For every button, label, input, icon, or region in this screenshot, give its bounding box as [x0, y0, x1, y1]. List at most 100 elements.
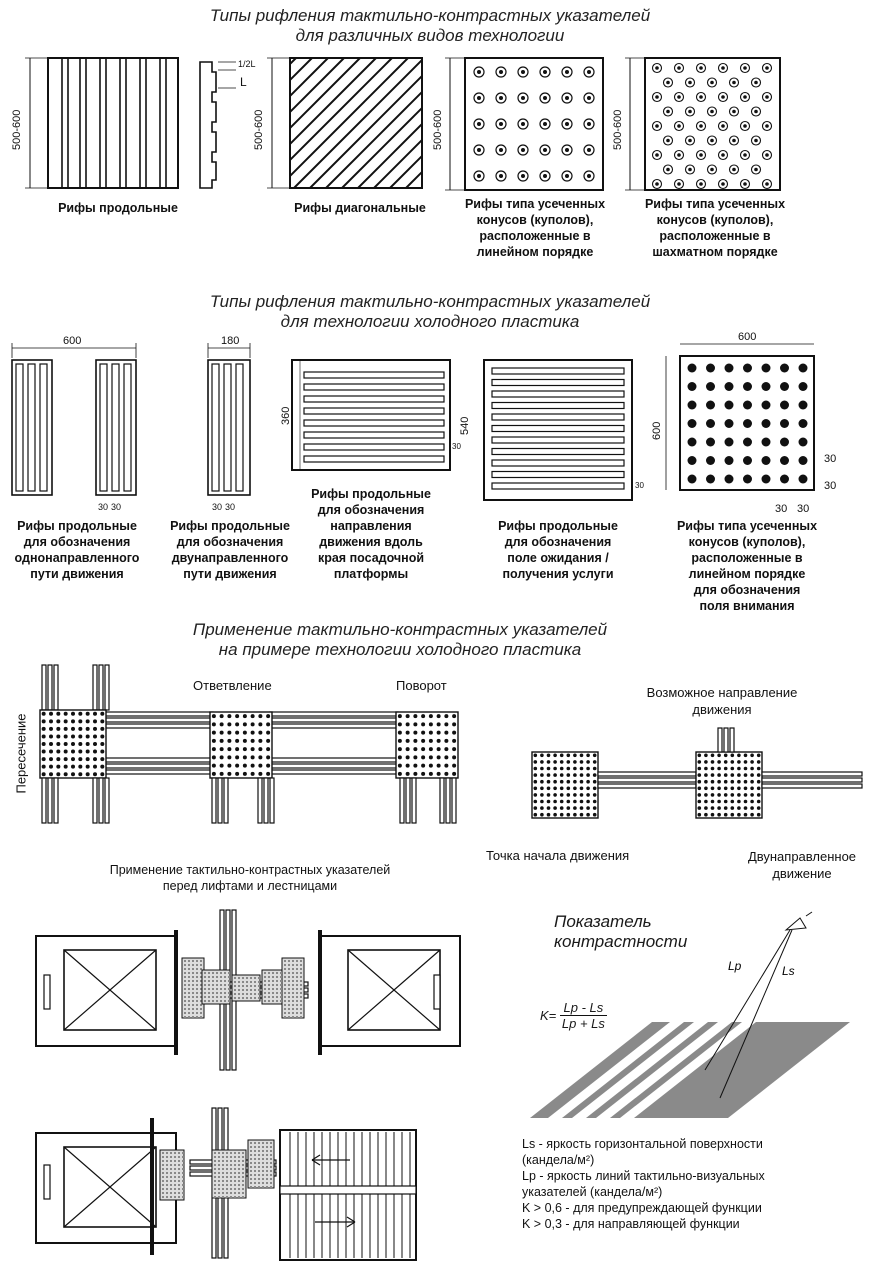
texture	[184, 964, 186, 966]
texture	[258, 997, 260, 999]
dot	[743, 753, 748, 758]
lift-stairs-plan-bottom	[35, 1107, 417, 1261]
texture	[214, 1172, 216, 1174]
texture	[218, 1168, 220, 1170]
texture	[170, 1164, 172, 1166]
tile-platform-edge	[291, 359, 451, 471]
texture	[284, 1004, 286, 1006]
texture	[270, 1182, 272, 1184]
cone	[761, 419, 771, 428]
texture	[222, 1196, 224, 1198]
texture	[270, 1158, 272, 1160]
dot	[533, 760, 538, 764]
texture	[242, 1172, 244, 1174]
cone-center	[565, 174, 569, 178]
dot	[553, 799, 557, 804]
texture	[276, 1000, 278, 1002]
texture	[254, 1154, 256, 1156]
texture	[258, 1178, 260, 1180]
dot	[573, 760, 577, 764]
cone-center	[565, 122, 569, 126]
texture	[192, 992, 194, 994]
texture	[288, 980, 290, 982]
texture	[258, 989, 260, 991]
texture	[296, 984, 298, 986]
dot	[227, 763, 232, 768]
caption-line: расположенные в	[479, 229, 591, 243]
texture	[266, 1178, 268, 1180]
cab-cross	[347, 949, 441, 1031]
texture	[178, 1192, 180, 1194]
texture	[300, 992, 302, 994]
caption-line: расположенные в	[659, 229, 771, 243]
texture	[204, 992, 206, 994]
dot	[405, 730, 410, 735]
cone	[798, 363, 808, 373]
section4-title: Применение тактильно-контрастных указате…	[40, 862, 460, 894]
dot	[730, 753, 735, 758]
texture	[220, 972, 222, 974]
cone-center	[743, 153, 747, 157]
dot	[730, 773, 735, 777]
texture	[284, 988, 286, 990]
cone-center	[743, 124, 747, 128]
dot	[436, 714, 441, 719]
dot	[704, 812, 708, 817]
texture	[296, 980, 298, 982]
label-line: Возможное направление	[646, 685, 798, 700]
texture	[200, 960, 202, 962]
texture	[272, 984, 274, 986]
dot	[756, 779, 761, 784]
cone	[539, 118, 551, 130]
texture	[162, 1196, 164, 1198]
cone	[743, 382, 752, 391]
texture	[182, 1192, 184, 1194]
cone	[761, 178, 773, 190]
texture	[234, 1176, 236, 1178]
caption-line: конусов (куполов),	[656, 213, 774, 227]
cone-center	[754, 109, 758, 114]
cone-center	[565, 96, 569, 100]
dot	[444, 747, 449, 752]
cone	[473, 92, 485, 104]
texture	[230, 1184, 232, 1186]
texture	[238, 997, 240, 999]
texture	[214, 1184, 216, 1186]
texture	[192, 960, 194, 962]
dot	[405, 771, 410, 776]
texture	[254, 1186, 256, 1188]
caption-line: линейном порядке	[688, 567, 806, 581]
dot	[397, 763, 402, 768]
cone	[706, 77, 718, 88]
texture	[242, 981, 244, 983]
dot	[41, 711, 46, 716]
texture	[254, 977, 256, 979]
dot	[579, 812, 584, 817]
texture	[234, 1152, 236, 1154]
section4-title-line2: перед лифтами и лестницами	[162, 879, 338, 893]
contrast-title-line2: контрастности	[554, 932, 688, 951]
dot	[421, 730, 426, 735]
dot	[710, 793, 715, 797]
dot	[397, 722, 402, 727]
legend-line: Ls - яркость горизонтальной поверхности	[522, 1137, 763, 1151]
cone-center	[587, 174, 591, 178]
texture	[284, 960, 286, 962]
texture	[250, 977, 252, 979]
texture	[264, 1000, 266, 1002]
dot	[41, 772, 46, 777]
dot	[41, 726, 46, 731]
dot	[533, 812, 538, 817]
dot	[444, 771, 449, 776]
rib-line	[290, 58, 377, 146]
texture	[222, 1192, 224, 1194]
dot	[71, 764, 75, 769]
texture	[270, 1142, 272, 1144]
dot	[250, 738, 255, 743]
texture	[264, 976, 266, 978]
dot	[219, 714, 224, 719]
dot	[258, 722, 263, 727]
cone	[687, 419, 697, 428]
cone	[517, 92, 529, 104]
texture	[228, 988, 230, 990]
